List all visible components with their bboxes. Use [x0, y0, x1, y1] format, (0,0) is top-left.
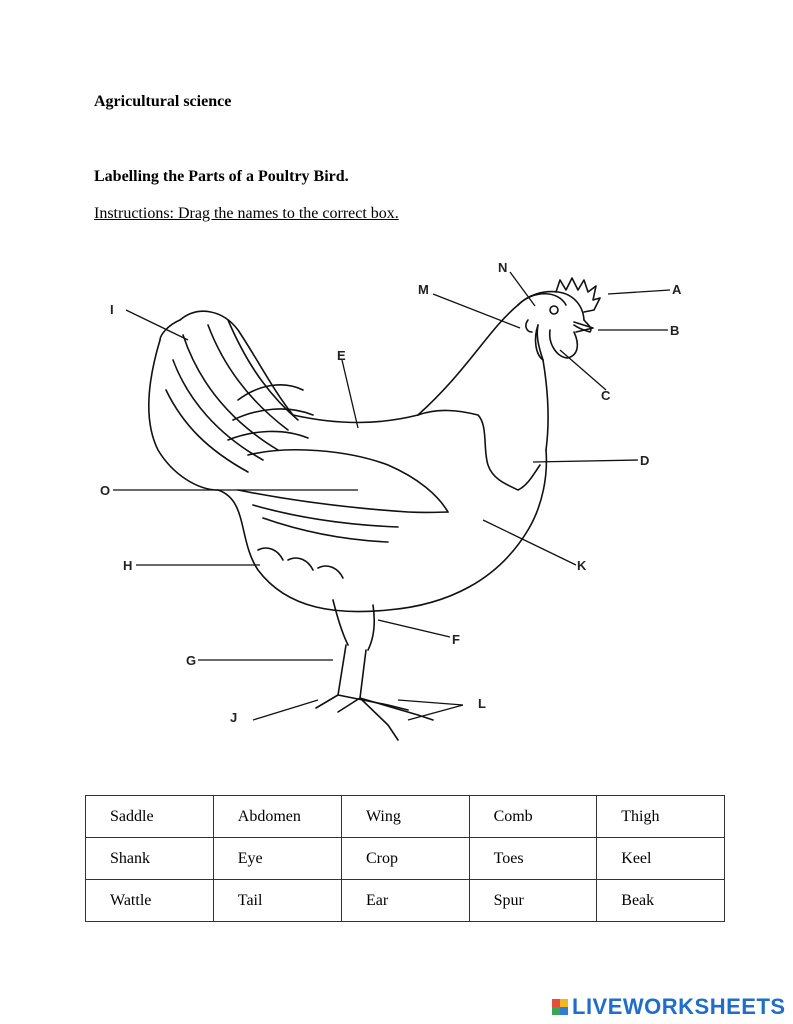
label-h: H: [123, 558, 132, 573]
word-bank-cell[interactable]: Saddle: [85, 795, 214, 838]
label-m: M: [418, 282, 429, 297]
word-bank-cell[interactable]: Beak: [596, 879, 725, 922]
word-bank-row: Wattle Tail Ear Spur Beak: [85, 879, 725, 922]
label-a: A: [672, 282, 682, 297]
liveworksheets-logo-icon: [552, 999, 568, 1015]
word-bank-cell[interactable]: Comb: [468, 795, 598, 838]
label-c: C: [601, 388, 611, 403]
worksheet-title: Labelling the Parts of a Poultry Bird.: [94, 168, 349, 185]
word-bank-cell[interactable]: Tail: [212, 879, 342, 922]
label-e: E: [337, 348, 346, 363]
subject-heading: Agricultural science: [94, 93, 232, 110]
label-k: K: [577, 558, 587, 573]
word-bank-cell[interactable]: Ear: [340, 879, 470, 922]
hen-outline: [147, 277, 601, 741]
diagram-labels: A B C D E F G H I J K L M N O: [100, 260, 682, 725]
instructions-text: Instructions: Drag the names to the corr…: [94, 205, 399, 222]
word-bank-cell[interactable]: Toes: [468, 837, 598, 880]
word-bank-cell[interactable]: Thigh: [596, 795, 725, 838]
word-bank-cell[interactable]: Abdomen: [212, 795, 342, 838]
label-f: F: [452, 632, 460, 647]
label-n: N: [498, 260, 507, 275]
word-bank-cell[interactable]: Crop: [340, 837, 470, 880]
label-i: I: [110, 302, 114, 317]
word-bank-row: Saddle Abdomen Wing Comb Thigh: [85, 795, 725, 838]
word-bank-cell[interactable]: Spur: [468, 879, 598, 922]
label-g: G: [186, 653, 196, 668]
word-bank-cell[interactable]: Shank: [85, 837, 214, 880]
liveworksheets-logo: LIVEWORKSHEETS: [552, 994, 786, 1020]
leader-lines: [113, 271, 671, 721]
word-bank-cell[interactable]: Eye: [212, 837, 342, 880]
label-l: L: [478, 696, 486, 711]
brand-name: LIVEWORKSHEETS: [572, 994, 786, 1019]
label-b: B: [670, 323, 679, 338]
word-bank-table: Saddle Abdomen Wing Comb Thigh Shank Eye…: [85, 795, 725, 922]
word-bank-row: Shank Eye Crop Toes Keel: [85, 837, 725, 880]
word-bank-cell[interactable]: Keel: [596, 837, 725, 880]
label-j: J: [230, 710, 237, 725]
poultry-bird-diagram: A B C D E F G H I J K L M N O: [88, 250, 708, 750]
hen-illustration: A B C D E F G H I J K L M N O: [100, 260, 682, 741]
word-bank-cell[interactable]: Wing: [340, 795, 470, 838]
label-o: O: [100, 483, 110, 498]
label-d: D: [640, 453, 649, 468]
word-bank-cell[interactable]: Wattle: [85, 879, 214, 922]
